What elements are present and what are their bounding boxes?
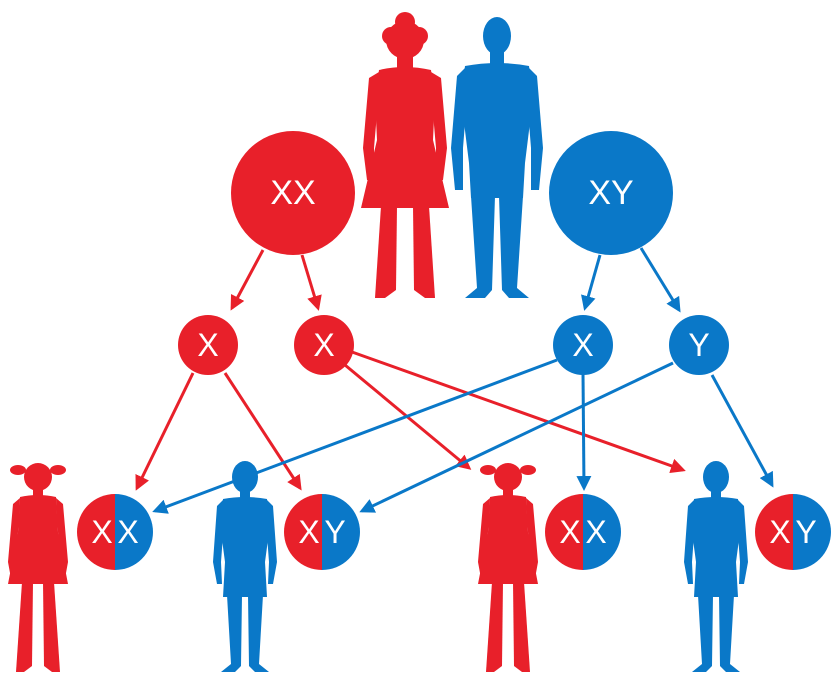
arrow-mx1-to-child-1 — [135, 372, 195, 491]
arrow-father-to-gamete-y — [639, 247, 681, 313]
mother-gamete-2: X — [294, 315, 354, 375]
child-4-maternal-label: X — [769, 514, 790, 550]
arrow-mother-to-gamete-2 — [300, 254, 322, 311]
arrow-fy-to-child-4 — [710, 374, 774, 488]
mother-gamete-1: X — [178, 315, 238, 375]
arrow-mx1-to-child-2 — [223, 372, 302, 491]
father-gamete-x: X — [553, 315, 613, 375]
child-2-chromosome-circle: X Y — [284, 494, 360, 570]
arrow-fy-to-child-2 — [359, 361, 674, 513]
child-1-paternal-label: X — [117, 514, 138, 550]
father-chromosome-label: XY — [588, 174, 633, 212]
father-gamete-x-label: X — [572, 327, 593, 363]
arrow-mother-to-gamete-1 — [230, 249, 265, 311]
mother-chromosome-circle: XX — [231, 131, 355, 255]
child-2-paternal-label: Y — [324, 514, 345, 550]
arrow-fx-to-child-1 — [152, 358, 558, 514]
arrow-mx2-to-child-4 — [351, 350, 686, 474]
father-gamete-y-label: Y — [688, 327, 709, 363]
child-1-chromosome-circle: X X — [77, 494, 153, 570]
child-2-maternal-label: X — [298, 514, 319, 550]
child-3-maternal-label: X — [559, 514, 580, 550]
child-4-boy-figure — [684, 461, 748, 672]
child-1-maternal-label: X — [91, 514, 112, 550]
father-figure — [451, 17, 543, 298]
inheritance-arrows — [135, 247, 774, 514]
child-3-girl-figure — [478, 463, 538, 672]
mother-chromosome-label: XX — [270, 174, 315, 212]
child-3-paternal-label: X — [585, 514, 606, 550]
arrow-father-to-gamete-x — [581, 254, 602, 311]
child-3-chromosome-circle: X X — [545, 494, 621, 570]
mother-gamete-1-label: X — [197, 327, 218, 363]
child-1-girl-figure — [8, 463, 68, 672]
mother-gamete-2-label: X — [313, 327, 334, 363]
child-2-boy-figure — [213, 461, 277, 672]
arrow-fx-to-child-3 — [576, 372, 592, 491]
father-chromosome-circle: XY — [549, 131, 673, 255]
father-gamete-y: Y — [669, 315, 729, 375]
child-4-paternal-label: Y — [795, 514, 816, 550]
child-4-chromosome-circle: X Y — [755, 494, 831, 570]
mother-figure — [361, 12, 449, 298]
